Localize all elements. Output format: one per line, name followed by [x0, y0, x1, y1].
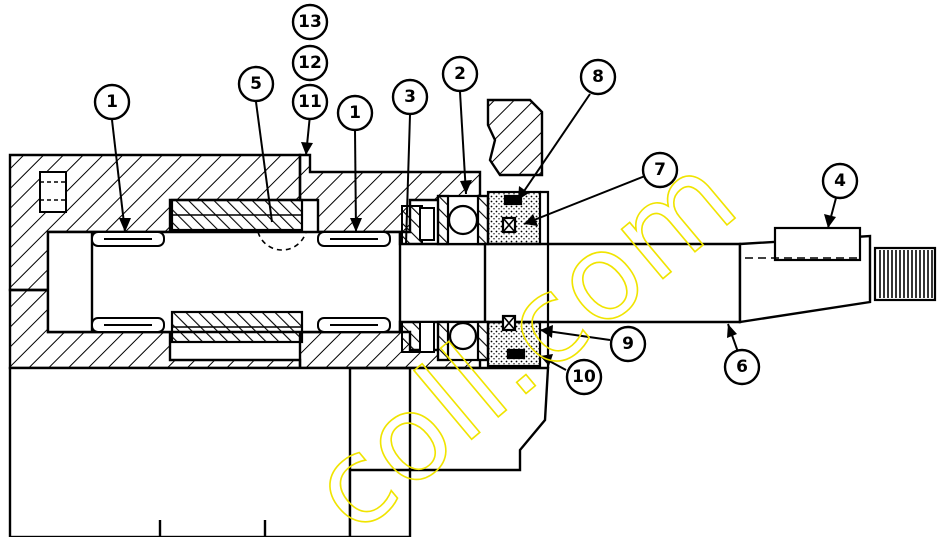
- callout-8: 8: [579, 58, 617, 96]
- svg-text:13: 13: [298, 12, 322, 32]
- svg-text:10: 10: [572, 367, 596, 387]
- callout-5: 5: [237, 65, 275, 103]
- callout-9: 9: [609, 325, 647, 363]
- shaft-key: [773, 226, 862, 262]
- drive-gear: [170, 198, 307, 344]
- svg-text:11: 11: [298, 92, 322, 112]
- needle-bearing-left: [91, 231, 165, 333]
- callout-6: 6: [723, 348, 761, 386]
- leader-arrowheads: [119, 142, 836, 366]
- callout-7: 7: [641, 151, 679, 189]
- callout-3: 3: [391, 78, 429, 116]
- svg-text:1: 1: [349, 103, 361, 123]
- ball-bearing: [436, 194, 490, 362]
- svg-text:3: 3: [404, 87, 416, 107]
- svg-text:12: 12: [298, 53, 322, 73]
- callout-10: 10: [565, 358, 603, 396]
- svg-text:9: 9: [622, 334, 634, 354]
- callout-1-left: 1: [93, 83, 131, 121]
- retaining-ring: [401, 205, 435, 353]
- svg-text:1: 1: [106, 92, 118, 112]
- seal-assembly: [486, 190, 542, 368]
- callout-2: 2: [441, 55, 479, 93]
- svg-text:2: 2: [454, 64, 466, 84]
- oil-passage: [39, 171, 67, 213]
- callout-1-right: 1: [336, 94, 374, 132]
- callout-4: 4: [821, 162, 859, 200]
- svg-text:6: 6: [736, 357, 748, 377]
- needle-bearing-right: [317, 231, 391, 333]
- svg-text:7: 7: [654, 160, 666, 180]
- callout-13: 13: [291, 3, 329, 41]
- svg-text:4: 4: [834, 171, 846, 191]
- svg-text:5: 5: [250, 74, 262, 94]
- callout-12: 12: [291, 44, 329, 82]
- svg-text:8: 8: [592, 67, 604, 87]
- pump-housing: [8, 98, 544, 370]
- callout-11: 11: [291, 83, 329, 121]
- lower-housing-body: [8, 366, 550, 537]
- shaft-spline: [873, 246, 937, 302]
